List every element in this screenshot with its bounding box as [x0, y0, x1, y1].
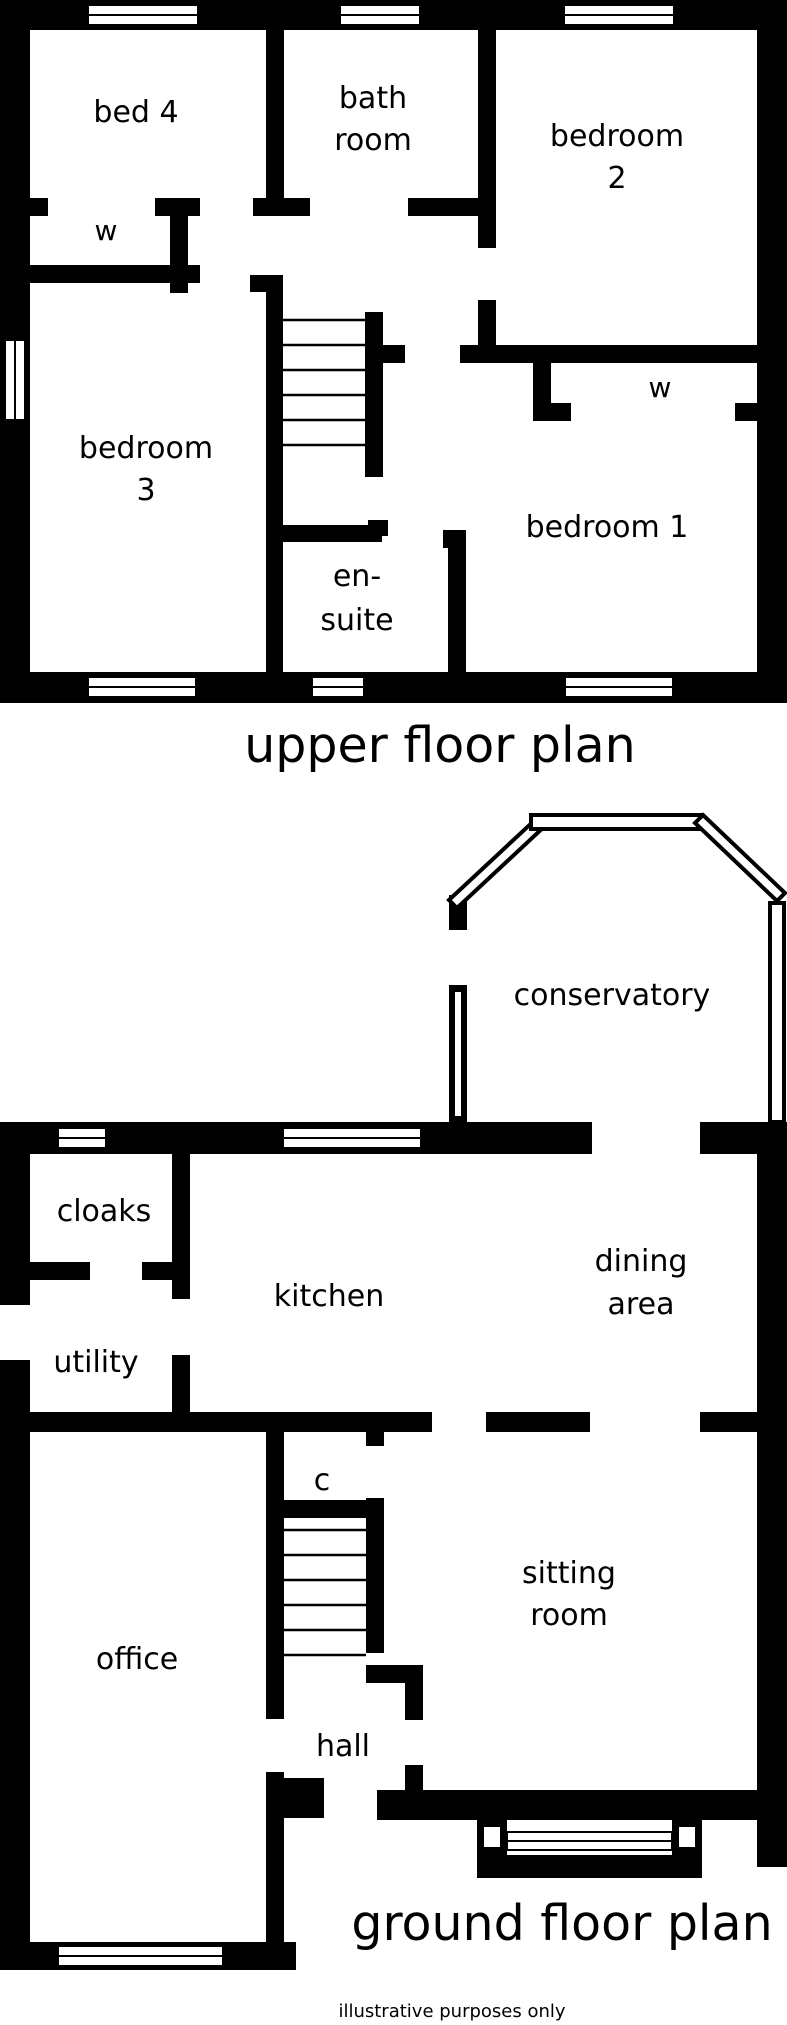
window-bed4 — [87, 4, 199, 26]
room-label-wardrobe: w — [649, 371, 672, 404]
conservatory — [446, 812, 787, 1124]
upper-floor-title: upper floor plan — [244, 717, 635, 774]
room-label-cloaks: cloaks — [57, 1194, 152, 1229]
window-kitchen — [282, 1127, 422, 1149]
room-label-hall: hall — [316, 1729, 370, 1764]
window-bedroom3 — [87, 676, 197, 698]
room-label-bathroom-line2: room — [334, 123, 412, 158]
room-label-dining-line2: area — [608, 1287, 675, 1322]
room-label-ensuite-line1: en- — [333, 559, 381, 594]
room-label-wardrobe: w — [95, 214, 118, 247]
room-label-bedroom1: bedroom 1 — [526, 510, 689, 545]
room-label-bedroom3-line1: bedroom — [79, 431, 213, 466]
room-label-bedroom2-line2: 2 — [607, 161, 626, 196]
room-label-kitchen: kitchen — [274, 1279, 384, 1314]
window-cloaks — [57, 1127, 107, 1149]
room-label-dining-line1: dining — [595, 1244, 688, 1279]
room-label-bedroom2-line1: bedroom — [550, 119, 684, 154]
upper-staircase — [283, 318, 365, 447]
ground-floor-walls — [0, 1122, 787, 1970]
room-label-cupboard: c — [314, 1463, 331, 1498]
window-bay-left — [482, 1825, 502, 1849]
room-label-bathroom-line1: bath — [339, 81, 407, 116]
room-label-ensuite-line2: suite — [320, 603, 393, 638]
room-label-conservatory: conservatory — [514, 978, 711, 1013]
room-label-bed4: bed 4 — [93, 95, 178, 130]
ground-staircase — [284, 1528, 366, 1657]
upper-room-labels: bed 4 w bath room bedroom 2 bedroom 3 w … — [79, 81, 688, 638]
ground-floor-title: ground floor plan — [351, 1895, 772, 1952]
window-bedroom1 — [564, 676, 674, 698]
room-label-bedroom3-line2: 3 — [136, 473, 155, 508]
room-label-sitting-line1: sitting — [522, 1556, 616, 1591]
disclaimer-text: illustrative purposes only — [338, 2001, 565, 2022]
window-ensuite — [311, 676, 365, 698]
window-bay-right — [677, 1825, 697, 1849]
room-label-sitting-line2: room — [530, 1598, 608, 1633]
ground-windows — [57, 1127, 697, 1967]
room-label-office: office — [96, 1642, 178, 1677]
window-sitting-bay — [506, 1831, 673, 1851]
window-bedroom2 — [563, 4, 675, 26]
ground-room-labels: conservatory cloaks kitchen dining area … — [53, 978, 710, 1764]
window-bathroom — [339, 4, 421, 26]
upper-windows — [4, 4, 675, 698]
room-label-utility: utility — [53, 1345, 138, 1380]
window-office — [57, 1945, 224, 1967]
window-bedroom3-side — [4, 339, 26, 421]
